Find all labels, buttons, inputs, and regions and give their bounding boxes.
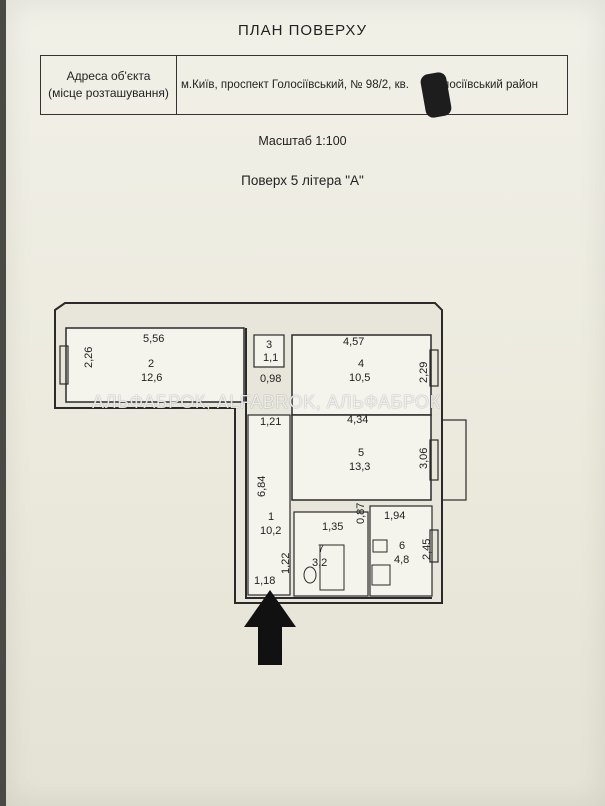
room-number: 2 <box>148 358 154 370</box>
room-number: 7 <box>318 543 324 555</box>
balcony <box>441 419 467 501</box>
dim-label: 1,22 <box>280 553 292 574</box>
room-number: 6 <box>399 540 405 552</box>
dim-label: 1,21 <box>260 416 281 428</box>
room-area: 10,2 <box>260 525 281 537</box>
document-title: ПЛАН ПОВЕРХУ <box>238 22 367 39</box>
window <box>429 349 439 387</box>
entrance-arrow <box>244 590 296 665</box>
inner-wall <box>65 327 245 403</box>
address-table: Адреса об'єкта (місце розташування) м.Ки… <box>40 55 568 115</box>
floor-label: Поверх 5 літера "А" <box>241 173 364 188</box>
dim-label: 1,18 <box>254 575 275 587</box>
dim-label: 4,57 <box>343 336 364 348</box>
dim-label: 0,98 <box>260 373 281 385</box>
room-area: 12,6 <box>141 372 162 384</box>
bathtub-outline <box>319 544 345 591</box>
room-number: 1 <box>268 511 274 523</box>
window <box>429 439 439 481</box>
room-5-outline <box>291 414 432 501</box>
dim-label: 0,87 <box>355 503 367 524</box>
room-area: 13,3 <box>349 461 370 473</box>
dim-label: 1,94 <box>384 510 405 522</box>
room-number: 3 <box>266 339 272 351</box>
dim-label: 5,56 <box>143 333 164 345</box>
room-1-outline <box>247 414 291 596</box>
address-label-note: (місце розташування) <box>48 86 169 100</box>
room-number: 4 <box>358 358 364 370</box>
watermark: АЛЬФАБРОК, ALFABROK, АЛЬФАБРОК <box>92 392 441 412</box>
sink-outline <box>372 539 388 553</box>
room-4-outline <box>291 334 432 416</box>
window <box>429 529 439 563</box>
address-district: Голосіївський район <box>430 79 538 91</box>
stove-outline <box>371 564 391 586</box>
dim-label: 2,26 <box>83 347 95 368</box>
address-value-cell: м.Київ, проспект Голосіївський, № 98/2, … <box>177 56 567 114</box>
dim-label: 4,34 <box>347 414 368 426</box>
scale-label: Масштаб 1:100 <box>258 134 347 148</box>
room-area: 1,1 <box>263 352 278 364</box>
address-label-cell: Адреса об'єкта (місце розташування) <box>41 56 177 114</box>
address-label: Адреса об'єкта <box>66 69 151 83</box>
dim-label: 1,35 <box>322 521 343 533</box>
dim-label: 6,84 <box>256 476 268 497</box>
wall-line <box>245 328 432 599</box>
dim-label: 2,29 <box>418 362 430 383</box>
address-value: м.Київ, проспект Голосіївський, № 98/2, … <box>181 79 409 91</box>
room-6-outline <box>369 505 433 597</box>
dim-label: 3,06 <box>418 448 430 469</box>
room-3-outline <box>253 334 285 368</box>
room-area: 3,2 <box>312 557 327 569</box>
window <box>59 345 69 385</box>
dim-label: 2,45 <box>421 539 433 560</box>
room-area: 4,8 <box>394 554 409 566</box>
toilet-outline <box>303 566 317 584</box>
room-number: 5 <box>358 447 364 459</box>
room-area: 10,5 <box>349 372 370 384</box>
